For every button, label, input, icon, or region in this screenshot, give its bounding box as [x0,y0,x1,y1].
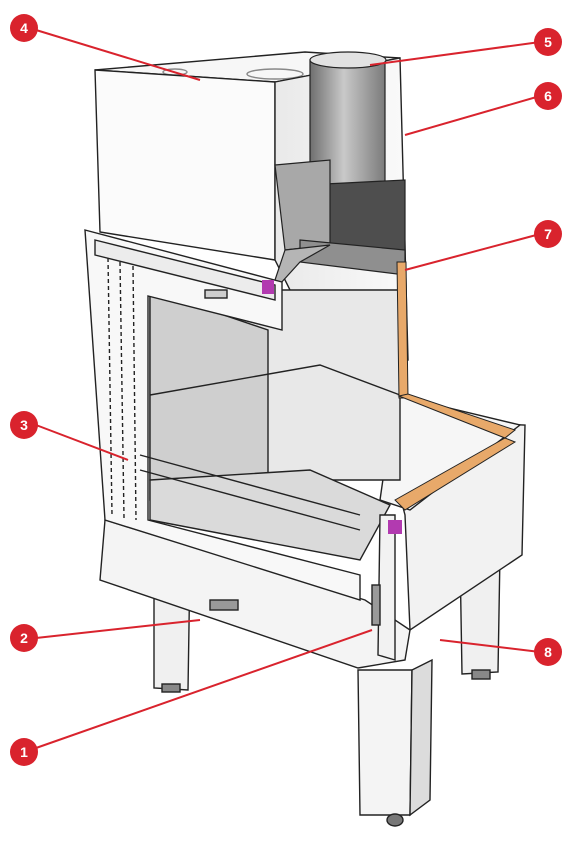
leader-4 [35,29,201,81]
firebox-floor [149,469,391,561]
callout-marker-5: 5 [534,28,562,56]
hood-front [94,69,276,261]
firebox-base-skirt [99,519,411,669]
flue-assembly [269,51,406,296]
callout-marker-2: 2 [10,624,38,652]
door-glass-left-a [107,257,113,516]
callout-marker-1: 1 [10,738,38,766]
leg-foot-front [386,813,404,827]
callout-marker-8: 8 [534,638,562,666]
leg-front-side [409,658,433,817]
door-frame [84,229,396,661]
door-glass-left-c [132,265,137,521]
callout-number: 3 [20,417,28,433]
callout-number: 6 [544,88,552,104]
accent-top [262,280,274,294]
leader-3 [35,424,129,461]
air-slide [209,599,239,611]
callout-number: 8 [544,644,552,660]
insulation-diagonal [394,437,517,511]
door-handle-top [204,289,228,299]
leader-5 [369,41,541,66]
callout-marker-6: 6 [534,82,562,110]
callout-marker-7: 7 [534,220,562,248]
callout-number: 7 [544,226,552,242]
flue-pipe-top [309,51,387,69]
door-latch [371,584,381,626]
firebox-corner-line [149,364,401,396]
leader-lines [35,29,541,749]
callout-number: 1 [20,744,28,760]
callout-number: 5 [544,34,552,50]
insulation-vertical [396,261,409,399]
leader-6 [404,95,541,136]
callout-number: 2 [20,630,28,646]
leader-7 [404,233,541,271]
callout-number: 4 [20,20,28,36]
callout-marker-4: 4 [10,14,38,42]
leader-8 [439,639,541,653]
door-inner-bottom [139,454,361,516]
accent-bottom [388,520,402,534]
insulation [394,261,517,511]
door-frame-outer [84,229,361,601]
door-glass-left-b [119,261,125,519]
collector-left [274,159,331,251]
leg-front [357,669,413,816]
leg-foot-back-left [161,683,181,693]
door-frame-top-bar [94,239,276,301]
leader-1 [35,629,373,749]
leader-2 [35,619,201,639]
hood-top-vent [246,68,304,80]
accent-markers [262,280,402,534]
insulation-horizontal [397,393,517,439]
callout-marker-3: 3 [10,411,38,439]
leg-foot-back-right [471,669,491,680]
door-inner-bottom-2 [139,469,361,531]
